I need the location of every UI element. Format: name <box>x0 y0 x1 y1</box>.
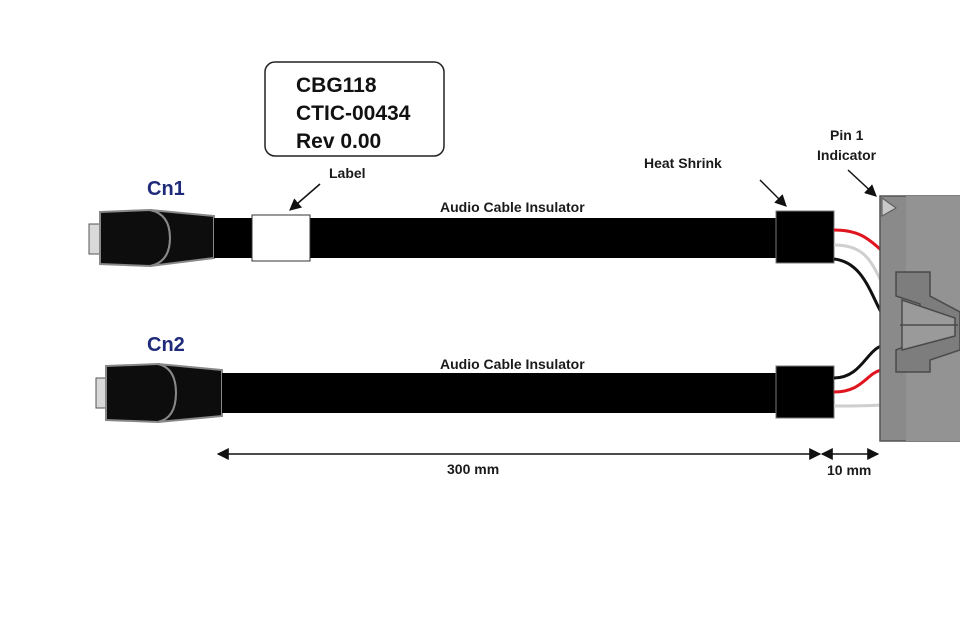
cn1-label: Cn1 <box>147 178 185 200</box>
cn1-boot <box>149 209 215 267</box>
dimension-10mm: 10 mm <box>820 448 880 478</box>
cable-cn2 <box>95 344 882 424</box>
pin1-marker-icon <box>881 197 897 217</box>
dimension-300mm-label: 300 mm <box>447 461 499 477</box>
cn2-heat-shrink <box>775 365 835 419</box>
cn2-boot <box>157 363 223 423</box>
cn1-wire-red <box>833 228 883 252</box>
cn1-wire-black <box>833 257 883 313</box>
label-box-line3: Rev 0.00 <box>296 130 381 153</box>
cn2-cable-insulator <box>222 373 778 413</box>
cn2-wire-red <box>833 368 882 394</box>
callout-heat-shrink: Heat Shrink <box>644 155 722 171</box>
dimension-300mm: 300 mm <box>216 448 822 477</box>
callout-pin1-line1: Pin 1 <box>830 127 864 143</box>
cn2-label: Cn2 <box>147 334 185 356</box>
cn1-wire-white <box>833 243 883 282</box>
top-cable-label: Audio Cable Insulator <box>440 199 585 215</box>
cn2-wire-white <box>833 403 882 408</box>
label-callout-arrow <box>289 183 321 211</box>
cable-cn1 <box>88 208 883 313</box>
bottom-cable-label: Audio Cable Insulator <box>440 356 585 372</box>
dimension-10mm-label: 10 mm <box>827 462 871 478</box>
cn1-label-sleeve <box>251 214 311 262</box>
pin1-callout-arrow <box>847 169 877 197</box>
cn2-plug-body <box>105 362 178 424</box>
cn2-wire-black <box>833 344 882 380</box>
label-box: CBG118 CTIC-00434 Rev 0.00 <box>264 61 445 157</box>
label-box-line1: CBG118 <box>296 74 377 97</box>
heat-shrink-callout-arrow <box>759 179 787 207</box>
label-box-line2: CTIC-00434 <box>296 102 411 125</box>
connector-housing <box>879 195 960 442</box>
callout-pin1-line2: Indicator <box>817 147 877 163</box>
cn1-heat-shrink <box>775 210 835 264</box>
callout-label: Label <box>329 165 366 181</box>
cn1-plug-body <box>99 208 172 268</box>
